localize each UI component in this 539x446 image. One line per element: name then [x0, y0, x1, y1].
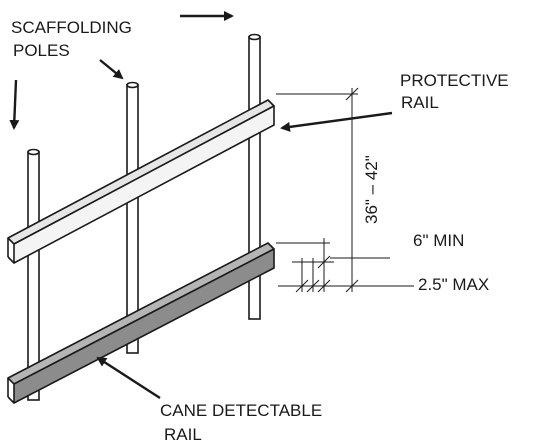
height-range-label: 36" – 42"	[362, 155, 381, 224]
cane-label-line1: CANE DETECTABLE	[160, 401, 322, 420]
protective-label-line1: PROTECTIVE	[400, 71, 509, 90]
arrow-to-middle-pole	[99, 59, 124, 80]
scaffolding-label-line1: SCAFFOLDING	[11, 18, 132, 37]
height-tick-top	[345, 87, 359, 101]
protective-label-line2: RAIL	[401, 93, 439, 112]
tick-4	[345, 279, 359, 293]
scaffolding-poles	[27, 33, 261, 401]
pole-left	[27, 148, 40, 401]
arrow-to-cane-rail	[96, 356, 161, 400]
max-label: 2.5" MAX	[418, 275, 489, 294]
arrow-to-left-pole	[9, 79, 20, 130]
tick-5	[317, 255, 331, 269]
six-min-label: 6" MIN	[413, 231, 464, 250]
protective-rail	[7, 99, 275, 264]
callout-arrows	[9, 11, 393, 400]
dimension-lines	[276, 87, 414, 293]
tick-1	[295, 279, 309, 293]
tick-3	[317, 279, 331, 293]
scaffolding-label-line2: POLES	[13, 41, 70, 60]
cane-label-line2: RAIL	[164, 425, 202, 444]
arrow-to-protective-rail	[280, 111, 393, 132]
cane-detectable-rail	[7, 242, 275, 404]
pole-middle	[126, 81, 139, 354]
tick-2	[306, 279, 320, 293]
pole-right	[248, 33, 261, 320]
